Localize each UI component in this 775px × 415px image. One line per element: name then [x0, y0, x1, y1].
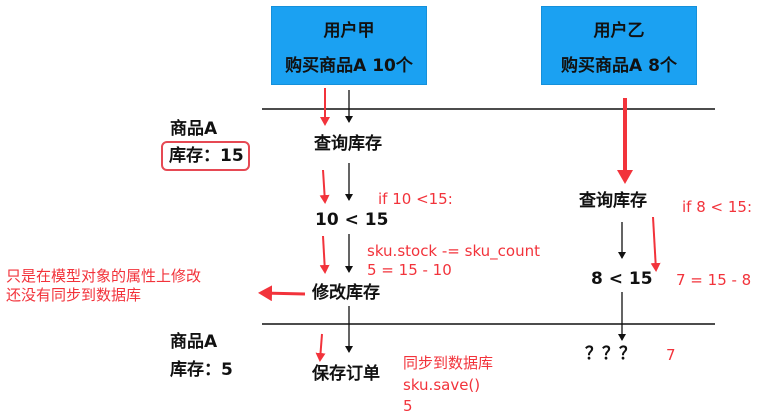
user-b-name: 用户乙 — [593, 21, 645, 41]
stock-before-highlight: 库存：15 — [161, 141, 250, 171]
annotation-b-calc: 7 = 15 - 8 — [676, 271, 752, 289]
annotation-b-if: if 8 < 15: — [682, 198, 753, 216]
red-arrow-b-calc — [650, 216, 661, 272]
annotation-sync-1: 同步到数据库 — [403, 354, 494, 372]
annotation-a-code-2: 5 = 15 - 10 — [367, 261, 452, 279]
flow-b-condition: 8 < 15 — [591, 269, 653, 289]
annotation-b-result: 7 — [666, 346, 676, 364]
red-arrow-a-2 — [319, 169, 330, 204]
user-a-name: 用户甲 — [323, 21, 375, 41]
user-b-box: 用户乙 购买商品A 8个 — [541, 6, 697, 85]
stock-before-value: 库存：15 — [169, 146, 244, 166]
red-arrow-a-4 — [315, 333, 326, 362]
user-a-action: 购买商品A 10个 — [285, 56, 413, 76]
user-a-box: 用户甲 购买商品A 10个 — [271, 6, 427, 85]
flow-a-update: 修改库存 — [312, 283, 380, 303]
stock-after-value: 库存：5 — [170, 360, 233, 380]
stock-after-product: 商品A — [170, 332, 218, 352]
flow-a-save: 保存订单 — [312, 364, 380, 384]
annotation-a-code-1: sku.stock -= sku_count — [367, 242, 541, 260]
flow-b-unknown: ？？？ — [585, 344, 636, 364]
flow-a-query: 查询库存 — [314, 134, 382, 154]
red-arrow-a-3 — [319, 235, 330, 274]
annotation-sync-3: 5 — [403, 397, 413, 415]
annotation-sync-2: sku.save() — [403, 376, 481, 394]
annotation-a-if: if 10 <15: — [378, 190, 453, 208]
annotation-model-note-1: 只是在模型对象的属性上修改 — [6, 267, 202, 285]
annotation-model-note-2: 还没有同步到数据库 — [6, 286, 142, 304]
flow-b-query: 查询库存 — [579, 191, 647, 211]
user-b-action: 购买商品A 8个 — [561, 56, 677, 76]
flow-a-condition: 10 < 15 — [315, 210, 389, 230]
red-arrow-model-note — [258, 285, 306, 302]
stock-before-product: 商品A — [170, 119, 218, 139]
